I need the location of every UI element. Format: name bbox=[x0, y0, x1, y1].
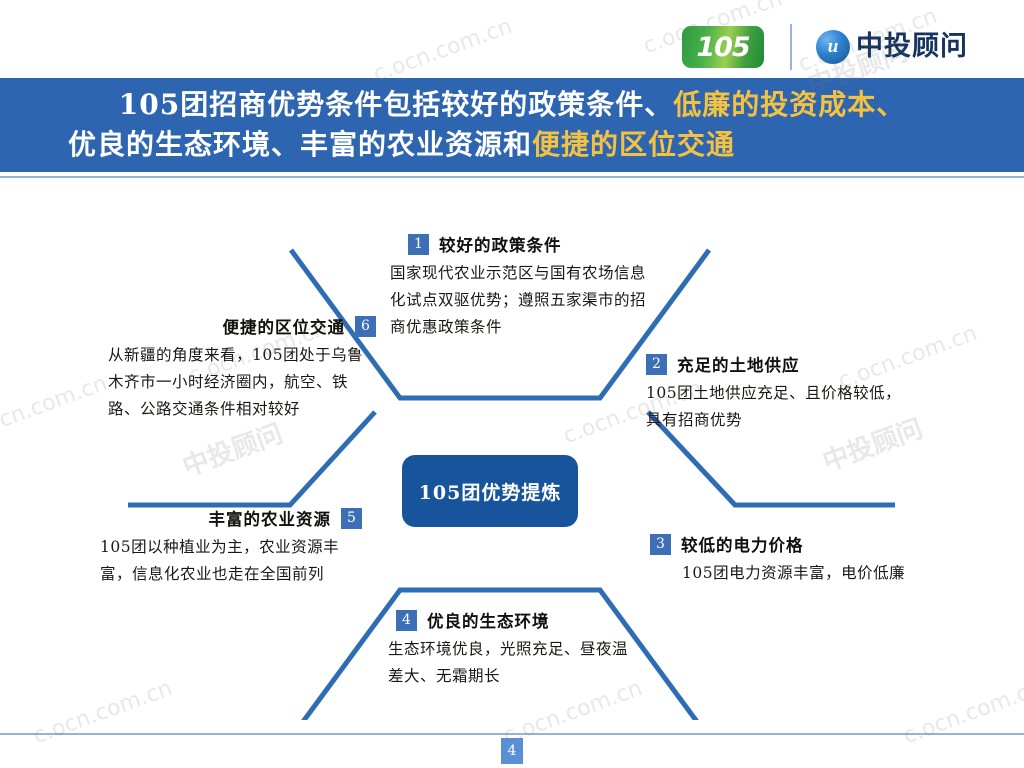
advantage-item-3[interactable]: 3 较低的电力价格 105团电力资源丰富，电价低廉 bbox=[650, 532, 920, 587]
advantage-item-4-title: 优良的生态环境 bbox=[427, 612, 550, 631]
advantage-item-2[interactable]: 2 充足的土地供应 105团土地供应充足、且价格较低，具有招商优势 bbox=[646, 352, 912, 434]
advantage-item-1-badge: 1 bbox=[408, 233, 429, 255]
advantage-item-6-head: 6 便捷的区位交通 bbox=[108, 314, 376, 338]
advantage-item-5-title: 丰富的农业资源 bbox=[208, 510, 331, 529]
zhongtou-logo-glyph: u bbox=[827, 36, 839, 57]
connector-line-top-left bbox=[288, 248, 519, 401]
advantage-item-6-body: 从新疆的角度来看，105团处于乌鲁木齐市一小时经济圈内，航空、铁路、公路交通条件… bbox=[108, 346, 364, 418]
title-text-plain-1: 105团招商优势条件包括较好的政策条件、 bbox=[118, 88, 674, 121]
advantage-item-2-body: 105团土地供应充足、且价格较低，具有招商优势 bbox=[646, 384, 902, 429]
advantage-item-5[interactable]: 5 丰富的农业资源 105团以种植业为主，农业资源丰富，信息化农业也走在全国前列 bbox=[100, 506, 362, 588]
logo-105-text: 105 bbox=[696, 31, 750, 63]
slide-title-line-1: 105团招商优势条件包括较好的政策条件、低廉的投资成本、 bbox=[34, 85, 990, 125]
logo-105-badge: 105 bbox=[682, 26, 764, 68]
logo-divider bbox=[790, 24, 792, 70]
advantage-item-1[interactable]: 1 较好的政策条件 国家现代农业示范区与国有农场信息化试点双驱优势；遵照五家渠市… bbox=[390, 232, 652, 341]
title-text-highlight-1: 低廉的投资成本、 bbox=[673, 88, 906, 121]
advantage-item-2-head: 2 充足的土地供应 bbox=[646, 352, 912, 376]
advantage-item-2-title: 充足的土地供应 bbox=[677, 356, 800, 375]
advantage-item-5-body: 105团以种植业为主，农业资源丰富，信息化农业也走在全国前列 bbox=[100, 538, 340, 583]
advantage-item-6[interactable]: 6 便捷的区位交通 从新疆的角度来看，105团处于乌鲁木齐市一小时经济圈内，航空… bbox=[108, 314, 376, 423]
footer-divider bbox=[0, 733, 1024, 735]
advantage-item-3-head: 3 较低的电力价格 bbox=[650, 532, 920, 556]
advantage-item-4[interactable]: 4 优良的生态环境 生态环境优良，光照充足、昼夜温差大、无霜期长 bbox=[388, 608, 640, 690]
advantage-item-5-head: 5 丰富的农业资源 bbox=[100, 506, 362, 530]
connector-line-bottom-left bbox=[301, 587, 519, 720]
advantage-item-4-head: 4 优良的生态环境 bbox=[388, 608, 640, 632]
title-text-plain-2: 优良的生态环境、丰富的农业资源和 bbox=[68, 128, 533, 161]
connector-line-top-right bbox=[519, 248, 712, 401]
slide-title-line-2: 优良的生态环境、丰富的农业资源和便捷的区位交通 bbox=[34, 125, 990, 165]
diagram-center-label: 105团优势提炼 bbox=[418, 481, 562, 504]
slide-title-band: 105团招商优势条件包括较好的政策条件、低廉的投资成本、 优良的生态环境、丰富的… bbox=[0, 78, 1024, 172]
radial-advantage-diagram: 105团优势提炼 1 较好的政策条件 国家现代农业示范区与国有农场信息化试点双驱… bbox=[0, 180, 1024, 720]
diagram-connector-lines bbox=[128, 248, 895, 720]
connector-line-bottom-right bbox=[519, 587, 699, 720]
zhongtou-brand-text: 中投顾问 bbox=[856, 31, 968, 62]
advantage-item-4-badge: 4 bbox=[396, 609, 417, 631]
advantage-item-3-title: 较低的电力价格 bbox=[681, 536, 804, 555]
title-underline-rule bbox=[0, 176, 1024, 178]
connector-line-right bbox=[646, 410, 895, 508]
diagram-center-node: 105团优势提炼 bbox=[402, 455, 578, 527]
advantage-item-6-title: 便捷的区位交通 bbox=[222, 318, 345, 337]
page-number-badge: 4 bbox=[501, 738, 523, 764]
advantage-item-5-badge: 5 bbox=[341, 507, 362, 529]
zhongtou-logo-icon: u bbox=[816, 30, 850, 64]
advantage-item-3-badge: 3 bbox=[650, 533, 671, 555]
advantage-item-6-badge: 6 bbox=[355, 315, 376, 337]
advantage-item-4-body: 生态环境优良，光照充足、昼夜温差大、无霜期长 bbox=[388, 640, 629, 685]
advantage-item-1-title: 较好的政策条件 bbox=[439, 236, 562, 255]
advantage-item-1-head: 1 较好的政策条件 bbox=[390, 232, 652, 256]
header-logo-strip: 105 u 中投顾问 bbox=[0, 0, 1024, 78]
title-text-highlight-2: 便捷的区位交通 bbox=[532, 128, 736, 161]
advantage-item-3-body: 105团电力资源丰富，电价低廉 bbox=[682, 564, 906, 582]
advantage-item-2-badge: 2 bbox=[646, 353, 667, 375]
connector-line-left bbox=[128, 410, 377, 508]
advantage-item-1-body: 国家现代农业示范区与国有农场信息化试点双驱优势；遵照五家渠市的招商优惠政策条件 bbox=[390, 264, 647, 336]
